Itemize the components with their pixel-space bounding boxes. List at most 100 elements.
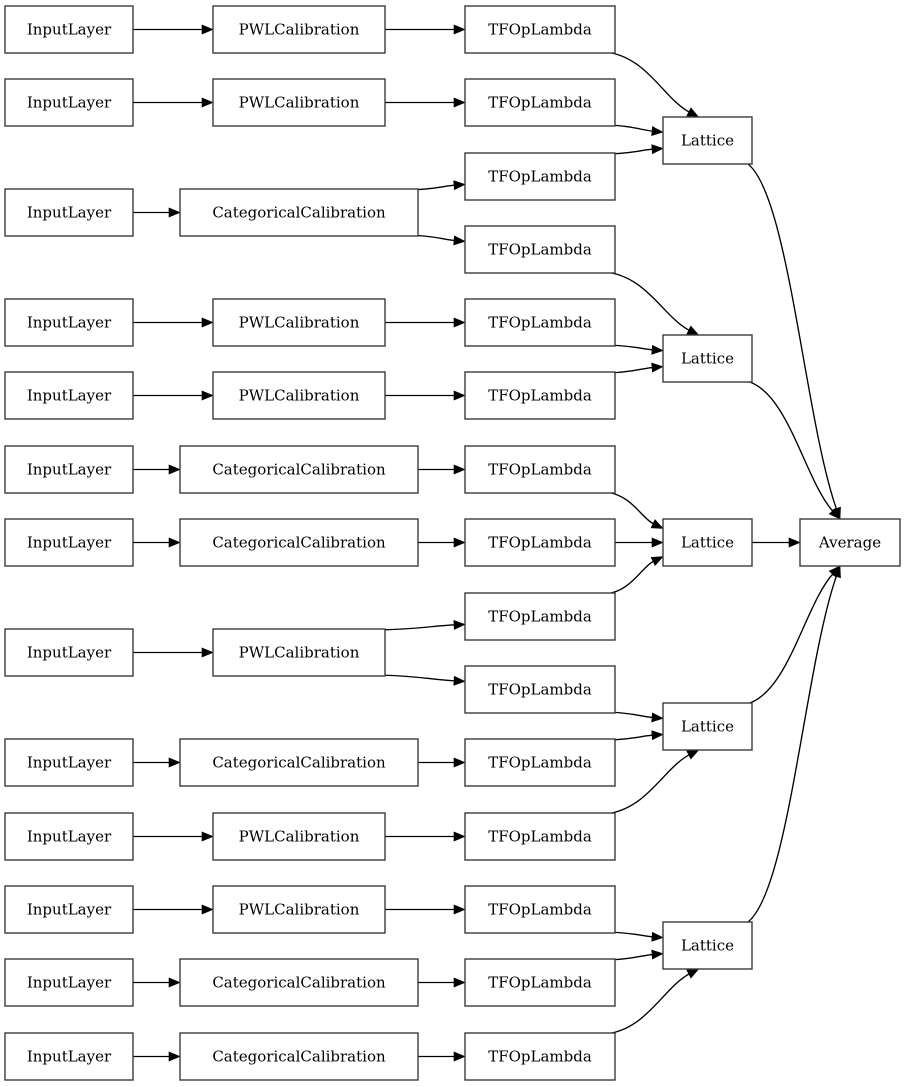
node-input-layer-in9[interactable]: InputLayer xyxy=(4,738,134,787)
node-label-in12: InputLayer xyxy=(27,974,112,992)
node-tfop-lambda-t3[interactable]: TFOpLambda xyxy=(464,152,616,201)
node-tfop-lambda-t12[interactable]: TFOpLambda xyxy=(464,812,616,861)
node-box-c1[interactable] xyxy=(212,5,386,54)
node-pwlcalibration-c4[interactable]: PWLCalibration xyxy=(212,298,386,347)
node-input-layer-in7[interactable]: InputLayer xyxy=(4,518,134,567)
node-box-t11[interactable] xyxy=(464,738,616,787)
node-box-c2[interactable] xyxy=(212,78,386,127)
node-box-in5[interactable] xyxy=(4,371,134,420)
node-box-c10[interactable] xyxy=(212,812,386,861)
node-box-t12[interactable] xyxy=(464,812,616,861)
node-box-in7[interactable] xyxy=(4,518,134,567)
node-pwlcalibration-c1[interactable]: PWLCalibration xyxy=(212,5,386,54)
node-label-t4: TFOpLambda xyxy=(488,241,592,259)
node-tfop-lambda-t13[interactable]: TFOpLambda xyxy=(464,885,616,934)
node-box-avg[interactable] xyxy=(799,518,901,567)
node-pwlcalibration-c2[interactable]: PWLCalibration xyxy=(212,78,386,127)
node-lattice-l4[interactable]: Lattice xyxy=(662,702,753,751)
node-box-t5[interactable] xyxy=(464,298,616,347)
node-pwlcalibration-c10[interactable]: PWLCalibration xyxy=(212,812,386,861)
node-box-t6[interactable] xyxy=(464,371,616,420)
node-input-layer-in4[interactable]: InputLayer xyxy=(4,298,134,347)
node-input-layer-in3[interactable]: InputLayer xyxy=(4,188,134,237)
node-box-t13[interactable] xyxy=(464,885,616,934)
node-box-c3[interactable] xyxy=(179,188,419,237)
node-pwlcalibration-c8[interactable]: PWLCalibration xyxy=(212,628,386,677)
arrow-head-icon-in11-to-c11 xyxy=(201,904,214,915)
node-box-l2[interactable] xyxy=(662,334,753,383)
node-box-in2[interactable] xyxy=(4,78,134,127)
node-categorical-calibration-c12[interactable]: CategoricalCalibration xyxy=(179,958,419,1007)
node-tfop-lambda-t10[interactable]: TFOpLambda xyxy=(464,665,616,714)
node-box-c5[interactable] xyxy=(212,371,386,420)
node-label-t12: TFOpLambda xyxy=(488,828,592,846)
node-box-in11[interactable] xyxy=(4,885,134,934)
node-box-c6[interactable] xyxy=(179,445,419,494)
node-input-layer-in6[interactable]: InputLayer xyxy=(4,445,134,494)
node-box-t1[interactable] xyxy=(464,5,616,54)
node-box-c7[interactable] xyxy=(179,518,419,567)
node-box-in10[interactable] xyxy=(4,812,134,861)
node-label-t5: TFOpLambda xyxy=(488,314,592,332)
node-tfop-lambda-t6[interactable]: TFOpLambda xyxy=(464,371,616,420)
node-categorical-calibration-c9[interactable]: CategoricalCalibration xyxy=(179,738,419,787)
node-input-layer-in11[interactable]: InputLayer xyxy=(4,885,134,934)
node-box-in8[interactable] xyxy=(4,628,134,677)
node-box-t7[interactable] xyxy=(464,445,616,494)
node-input-layer-in1[interactable]: InputLayer xyxy=(4,5,134,54)
node-input-layer-in12[interactable]: InputLayer xyxy=(4,958,134,1007)
node-lattice-l2[interactable]: Lattice xyxy=(662,334,753,383)
node-box-t9[interactable] xyxy=(464,592,616,641)
node-box-l1[interactable] xyxy=(662,116,753,165)
node-box-t15[interactable] xyxy=(464,1032,616,1081)
node-categorical-calibration-c7[interactable]: CategoricalCalibration xyxy=(179,518,419,567)
node-box-c4[interactable] xyxy=(212,298,386,347)
node-tfop-lambda-t11[interactable]: TFOpLambda xyxy=(464,738,616,787)
node-pwlcalibration-c11[interactable]: PWLCalibration xyxy=(212,885,386,934)
node-box-t3[interactable] xyxy=(464,152,616,201)
node-box-c8[interactable] xyxy=(212,628,386,677)
node-tfop-lambda-t5[interactable]: TFOpLambda xyxy=(464,298,616,347)
node-box-in3[interactable] xyxy=(4,188,134,237)
node-tfop-lambda-t15[interactable]: TFOpLambda xyxy=(464,1032,616,1081)
node-box-in9[interactable] xyxy=(4,738,134,787)
node-lattice-l5[interactable]: Lattice xyxy=(662,921,753,970)
node-box-t8[interactable] xyxy=(464,518,616,567)
node-box-c9[interactable] xyxy=(179,738,419,787)
node-box-in13[interactable] xyxy=(4,1032,134,1081)
node-lattice-l3[interactable]: Lattice xyxy=(662,518,753,567)
node-box-l5[interactable] xyxy=(662,921,753,970)
node-box-l3[interactable] xyxy=(662,518,753,567)
node-box-t14[interactable] xyxy=(464,958,616,1007)
node-tfop-lambda-t9[interactable]: TFOpLambda xyxy=(464,592,616,641)
node-categorical-calibration-c13[interactable]: CategoricalCalibration xyxy=(179,1032,419,1081)
node-input-layer-in5[interactable]: InputLayer xyxy=(4,371,134,420)
node-box-c13[interactable] xyxy=(179,1032,419,1081)
node-box-in6[interactable] xyxy=(4,445,134,494)
node-tfop-lambda-t4[interactable]: TFOpLambda xyxy=(464,225,616,274)
node-categorical-calibration-c3[interactable]: CategoricalCalibration xyxy=(179,188,419,237)
node-tfop-lambda-t7[interactable]: TFOpLambda xyxy=(464,445,616,494)
node-box-t4[interactable] xyxy=(464,225,616,274)
node-categorical-calibration-c6[interactable]: CategoricalCalibration xyxy=(179,445,419,494)
node-box-in12[interactable] xyxy=(4,958,134,1007)
node-box-t2[interactable] xyxy=(464,78,616,127)
node-box-l4[interactable] xyxy=(662,702,753,751)
node-input-layer-in10[interactable]: InputLayer xyxy=(4,812,134,861)
node-box-c11[interactable] xyxy=(212,885,386,934)
node-input-layer-in13[interactable]: InputLayer xyxy=(4,1032,134,1081)
node-input-layer-in8[interactable]: InputLayer xyxy=(4,628,134,677)
node-tfop-lambda-t8[interactable]: TFOpLambda xyxy=(464,518,616,567)
node-tfop-lambda-t1[interactable]: TFOpLambda xyxy=(464,5,616,54)
node-lattice-l1[interactable]: Lattice xyxy=(662,116,753,165)
node-box-in1[interactable] xyxy=(4,5,134,54)
node-tfop-lambda-t14[interactable]: TFOpLambda xyxy=(464,958,616,1007)
node-tfop-lambda-t2[interactable]: TFOpLambda xyxy=(464,78,616,127)
node-average-avg[interactable]: Average xyxy=(799,518,901,567)
node-box-c12[interactable] xyxy=(179,958,419,1007)
node-input-layer-in2[interactable]: InputLayer xyxy=(4,78,134,127)
node-pwlcalibration-c5[interactable]: PWLCalibration xyxy=(212,371,386,420)
node-box-t10[interactable] xyxy=(464,665,616,714)
node-label-t6: TFOpLambda xyxy=(488,387,592,405)
node-box-in4[interactable] xyxy=(4,298,134,347)
